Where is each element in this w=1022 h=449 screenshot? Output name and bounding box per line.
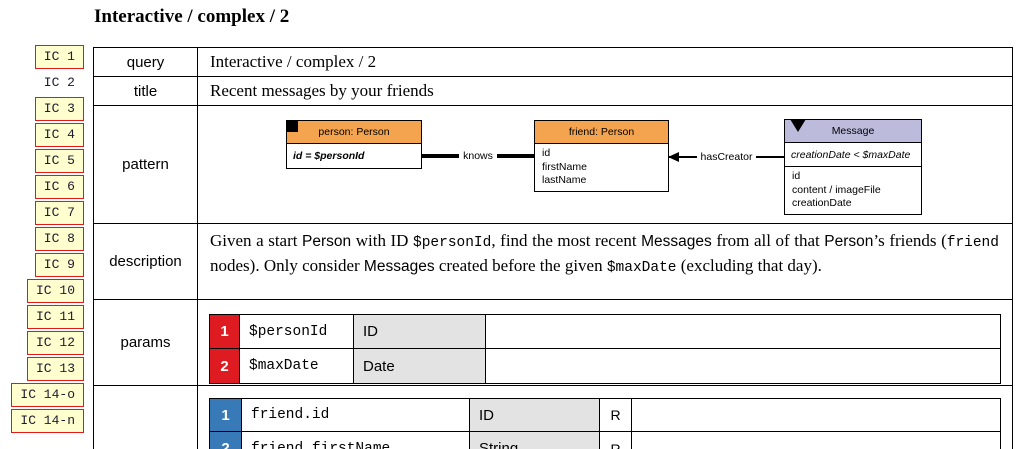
param-name: $personId — [240, 315, 354, 348]
description-segment: $personId — [413, 235, 492, 251]
node-person: person: Person id = $personId — [285, 119, 422, 169]
result-row: 2 friend.firstName String R — [210, 432, 1000, 449]
spec-row-title: title Recent messages by your friends — [94, 77, 1012, 106]
query-row-value: Interactive / complex / 2 — [210, 52, 377, 71]
result-flag: R — [600, 432, 632, 449]
attribute-line: firstName — [542, 160, 587, 173]
knows-edge-label: knows — [422, 149, 534, 163]
title-row-value: Recent messages by your friends — [210, 81, 434, 100]
sidebar-item-ic-10[interactable]: IC 10 — [26, 279, 84, 303]
sidebar-item-ic-7[interactable]: IC 7 — [34, 201, 84, 225]
sidebar-item-ic-1[interactable]: IC 1 — [34, 45, 84, 69]
description-segment: $maxDate — [606, 260, 677, 277]
spec-row-pattern: pattern knows hasCreator person: Person … — [94, 106, 1012, 224]
attribute-line: id — [792, 170, 801, 182]
result-empty-cell — [632, 399, 1000, 431]
param-row: 2 $maxDate Date — [210, 349, 1000, 383]
result-empty-cell — [632, 432, 1000, 449]
result-table: 1 friend.id ID R 2 friend.firstName Stri… — [209, 398, 1001, 449]
pattern-row-label: pattern — [94, 106, 198, 223]
node-message-header: Message — [785, 119, 921, 143]
node-person-constraint: id = $personId — [293, 150, 365, 162]
attribute-line: content / imageFile — [792, 183, 881, 196]
node-message-constraint: creationDate < $maxDate — [785, 143, 921, 167]
result-row: 1 friend.id ID R — [210, 399, 1000, 432]
result-number: 2 — [210, 432, 242, 449]
result-flag: R — [600, 399, 632, 431]
result-type: String — [470, 432, 600, 449]
params-table: 1 $personId ID 2 $maxDate Date — [209, 314, 1001, 384]
param-empty-cell — [486, 349, 1000, 383]
sidebar-item-ic-3[interactable]: IC 3 — [34, 97, 84, 121]
sidebar-item-ic-14-o[interactable]: IC 14-o — [11, 383, 84, 407]
result-name: friend.firstName — [242, 432, 470, 449]
title-row-label: title — [94, 77, 198, 105]
sidebar-item-ic-13[interactable]: IC 13 — [26, 357, 84, 381]
description-segment: nodes). Only consider — [210, 256, 364, 276]
node-friend-title: friend: Person — [568, 126, 635, 138]
pattern-diagram: knows hasCreator person: Person id = $pe… — [198, 106, 1012, 223]
description-segment: , find the most recent — [491, 231, 642, 250]
description-segment: created before the given — [434, 256, 607, 276]
node-message-title: Message — [831, 125, 875, 137]
sidebar-item-ic-14-n[interactable]: IC 14-n — [11, 409, 84, 433]
sidebar-item-ic-4[interactable]: IC 4 — [34, 123, 84, 147]
description-text: Given a start Person with ID $personId, … — [198, 224, 1012, 279]
spec-row-params: params 1 $personId ID 2 $maxDate Date — [94, 300, 1012, 386]
param-row: 1 $personId ID — [210, 315, 1000, 349]
description-segment: friend — [946, 235, 999, 251]
sidebar-item-ic-5[interactable]: IC 5 — [34, 149, 84, 173]
spec-row-query: query Interactive / complex / 2 — [94, 48, 1012, 77]
params-row-label: params — [94, 300, 198, 385]
result-row-label — [94, 386, 198, 449]
sidebar-item-ic-9[interactable]: IC 9 — [34, 253, 84, 277]
sidebar-item-ic-12[interactable]: IC 12 — [26, 331, 84, 355]
param-type: Date — [354, 349, 486, 383]
description-segment: (excluding that day). — [676, 256, 822, 276]
spec-row-result: 1 friend.id ID R 2 friend.firstName Stri… — [94, 386, 1012, 449]
hascreator-edge-label: hasCreator — [676, 150, 777, 164]
node-friend-header: friend: Person — [535, 121, 668, 144]
attribute-line: lastName — [542, 174, 587, 186]
description-segment: Given a start — [210, 231, 303, 250]
attribute-line: creationDate — [792, 197, 852, 209]
param-number: 2 — [210, 349, 240, 383]
param-number: 1 — [210, 315, 240, 348]
description-segment: with ID — [351, 231, 414, 250]
sidebar-item-ic-6[interactable]: IC 6 — [34, 175, 84, 199]
description-segment: from all of that — [711, 231, 825, 250]
spec-table: query Interactive / complex / 2 title Re… — [93, 47, 1013, 449]
sidebar-item-ic-8[interactable]: IC 8 — [34, 227, 84, 251]
triangle-marker-icon — [790, 119, 806, 132]
page-title: Interactive / complex / 2 — [94, 6, 290, 27]
attribute-line: id — [542, 147, 551, 159]
sidebar-item-ic-11[interactable]: IC 11 — [26, 305, 84, 329]
sidebar-item-ic-2: IC 2 — [43, 75, 75, 90]
result-type: ID — [470, 399, 600, 431]
param-name: $maxDate — [240, 349, 354, 383]
square-marker-icon — [285, 119, 298, 132]
description-segment: Messages — [641, 233, 712, 250]
description-segment: ’s friends ( — [873, 231, 947, 250]
result-name: friend.id — [242, 399, 470, 431]
description-segment: Person — [824, 233, 874, 250]
result-number: 1 — [210, 399, 242, 431]
spec-row-description: description Given a start Person with ID… — [94, 224, 1012, 300]
param-type: ID — [354, 315, 486, 348]
node-person-title: person: Person — [318, 126, 390, 138]
arrow-left-icon — [668, 151, 679, 162]
query-row-label: query — [94, 48, 198, 76]
description-segment: Messages — [363, 258, 435, 276]
description-row-label: description — [94, 224, 198, 299]
node-person-header: person: Person — [285, 119, 421, 144]
description-segment: Person — [302, 233, 352, 250]
param-empty-cell — [486, 315, 1000, 348]
